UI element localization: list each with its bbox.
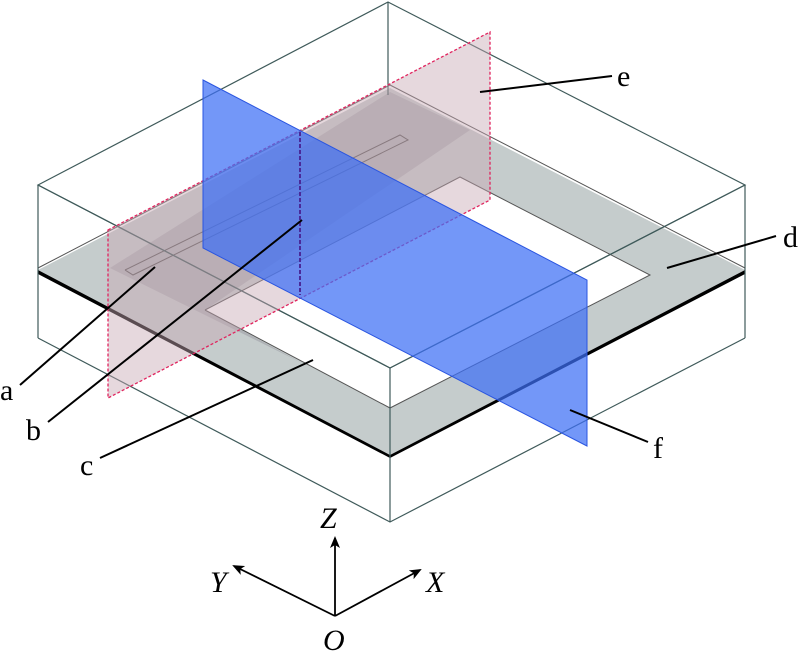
leader-lines [19,75,777,459]
leader-b [47,219,303,423]
leader-c [99,359,314,459]
outer-box [36,1,747,523]
label-b: b [26,414,41,447]
axis-label-y: Y [210,566,230,599]
label-e: e [617,60,630,93]
label-f: f [653,432,663,465]
label-d: d [783,221,798,254]
leader-f [569,409,649,443]
y-axis-arrow [232,565,336,617]
leader-a [19,266,156,386]
inner-frame-edge [37,84,746,269]
axis-label-x: X [425,566,446,599]
coordinate-axes [232,536,422,617]
axis-label-origin: O [323,624,345,657]
label-a: a [0,374,13,407]
label-c: c [80,449,93,482]
leader-e [479,75,613,93]
leader-d [666,235,777,269]
x-axis-arrow [334,569,422,617]
axis-label-z: Z [320,502,337,535]
